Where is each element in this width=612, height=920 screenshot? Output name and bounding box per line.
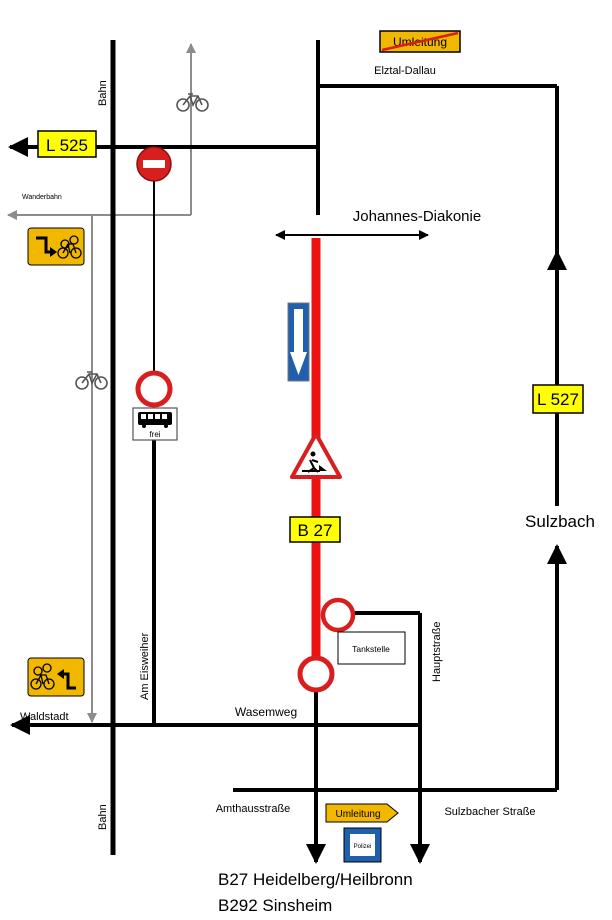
route-label-b27-text: B 27 bbox=[298, 521, 333, 540]
bicycle-icon bbox=[30, 663, 55, 690]
street-amthausstrasse: Amthausstraße bbox=[216, 803, 291, 815]
bicycle-icon bbox=[57, 235, 82, 259]
down-arrow-icon bbox=[290, 352, 307, 375]
road-works-icon bbox=[290, 432, 342, 479]
police-sign: Polizei bbox=[343, 827, 382, 863]
street-bahn-bottom: Bahn bbox=[97, 804, 109, 830]
police-sign-text: Polizei bbox=[354, 844, 372, 850]
bike-detour-sign-left bbox=[27, 657, 85, 697]
no-vehicles-icon bbox=[135, 370, 173, 408]
street-bahn-top: Bahn bbox=[97, 80, 109, 106]
route-label-l527: L 527 bbox=[532, 384, 584, 414]
no-vehicles-icon bbox=[297, 655, 335, 693]
turn-right-arrow-icon bbox=[36, 236, 52, 254]
no-entry-icon bbox=[136, 146, 172, 182]
street-hauptstrasse: Hauptstraße bbox=[431, 621, 443, 682]
street-wasemweg: Wasemweg bbox=[235, 705, 297, 719]
no-vehicles-icon bbox=[320, 597, 356, 633]
bike-detour-sign-right bbox=[27, 227, 85, 266]
place-elztal-dallau: Elztal-Dallau bbox=[374, 65, 436, 77]
strike-icon bbox=[381, 31, 459, 52]
route-label-l525-text: L 525 bbox=[46, 136, 88, 155]
place-sulzbach: Sulzbach bbox=[525, 512, 595, 531]
route-label-l525: L 525 bbox=[37, 130, 97, 158]
destination-line-1: B27 Heidelberg/Heilbronn bbox=[218, 870, 413, 889]
turn-left-arrow-icon bbox=[62, 672, 76, 690]
tankstelle-box: Tankstelle bbox=[337, 631, 406, 665]
place-waldstadt: Waldstadt bbox=[20, 711, 69, 723]
route-label-b27: B 27 bbox=[289, 516, 341, 543]
one-way-sign bbox=[287, 302, 310, 382]
diversion-direction-sign: Umleitung bbox=[325, 803, 399, 823]
bus-exempt-sign: frei bbox=[132, 407, 178, 441]
bus-icon bbox=[138, 412, 172, 428]
diversion-direction-sign-text: Umleitung bbox=[335, 809, 380, 820]
place-wanderbahn: Wanderbahn bbox=[22, 194, 62, 201]
roads bbox=[8, 40, 567, 864]
bicycle-icon bbox=[176, 93, 209, 112]
street-am-eisweiher: Am Eisweiher bbox=[139, 632, 151, 700]
bicycle-icon bbox=[75, 371, 108, 390]
destination-line-2: B292 Sinsheim bbox=[218, 896, 332, 915]
place-johannes-diakonie: Johannes-Diakonie bbox=[353, 208, 481, 225]
route-label-l527-text: L 527 bbox=[537, 390, 579, 409]
tankstelle-text: Tankstelle bbox=[352, 644, 390, 654]
bike-paths bbox=[7, 43, 196, 723]
diversion-end-sign: Umleitung bbox=[379, 30, 461, 53]
street-sulzbacher-strasse: Sulzbacher Straße bbox=[444, 806, 535, 818]
bus-exempt-sign-text: frei bbox=[149, 430, 160, 439]
